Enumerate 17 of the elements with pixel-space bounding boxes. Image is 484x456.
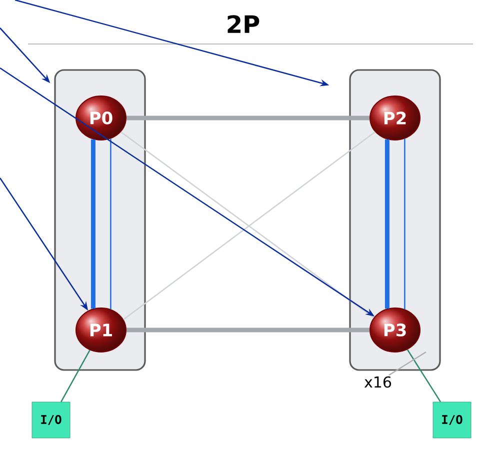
title: 2P <box>228 15 260 33</box>
link-line <box>384 139 390 309</box>
link-line <box>90 139 96 309</box>
link-line <box>406 349 442 402</box>
link-line <box>110 138 112 310</box>
link-line <box>404 138 406 310</box>
link-line <box>126 328 370 332</box>
processor-ball: P1 <box>76 308 126 352</box>
leader-line <box>388 351 426 376</box>
processor-ball: P0 <box>76 96 126 140</box>
link-line <box>126 116 370 120</box>
processor-ball: P3 <box>370 308 420 352</box>
io-box: I/O <box>32 402 70 438</box>
io-box: I/O <box>432 402 472 438</box>
link-line <box>60 350 90 402</box>
processor-ball: P2 <box>370 96 420 140</box>
count-label: x16 <box>364 376 392 388</box>
